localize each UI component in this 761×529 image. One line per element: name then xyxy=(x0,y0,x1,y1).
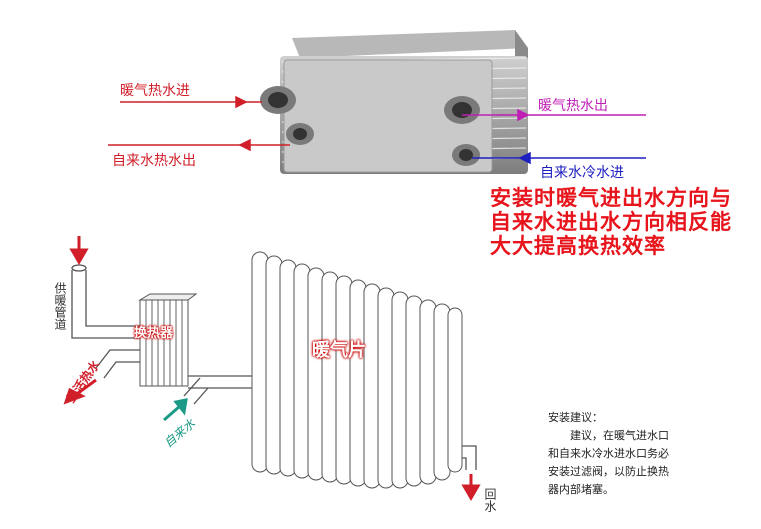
advice-line: 器内部堵塞。 xyxy=(548,483,614,496)
label-tap-cold-in: 自来水冷水进 xyxy=(540,165,624,181)
return-down-arrow xyxy=(461,474,481,501)
tap-water-in-arrow xyxy=(163,398,188,422)
label-radiator: 暖气片 xyxy=(312,340,366,361)
advice-line: 建议，在暖气进水口 xyxy=(570,429,669,442)
plate-heat-exchanger-photo xyxy=(260,30,528,174)
port-heating-in xyxy=(260,86,296,114)
advice-title: 安装建议： xyxy=(548,411,603,424)
headline: 安装时暖气进出水方向与 自来水进出水方向相反能 大大提高换热效率 xyxy=(490,186,758,258)
installation-advice: 安装建议： 建议，在暖气进水口 和自来水冷水进水口务必 安装过滤阀，以防止换热 … xyxy=(548,409,728,499)
headline-line-3: 大大提高换热效率 xyxy=(490,234,666,258)
advice-line: 安装过滤阀，以防止换热 xyxy=(548,465,669,478)
radiator-icon xyxy=(251,251,463,489)
arrow-tap-cold-in xyxy=(472,151,646,165)
port-tap-cold-in xyxy=(452,144,480,166)
label-return: 回水 xyxy=(483,488,497,512)
label-tap-hot-out: 自来水热水出 xyxy=(112,153,196,169)
supply-down-arrow xyxy=(69,236,89,265)
supply-pipe xyxy=(71,264,477,470)
port-tap-hot-out xyxy=(286,123,314,145)
advice-line: 和自来水冷水进水口务必 xyxy=(548,447,669,460)
exchanger-icon xyxy=(138,293,198,387)
label-heating-in: 暖气热水进 xyxy=(120,83,190,99)
arrow-heating-out xyxy=(462,108,646,122)
label-heating-out: 暖气热水出 xyxy=(538,98,608,114)
headline-line-1: 安装时暖气进出水方向与 xyxy=(490,186,732,210)
headline-line-2: 自来水进出水方向相反能 xyxy=(490,210,732,234)
arrow-heating-in xyxy=(120,95,262,109)
port-heating-out xyxy=(444,96,480,124)
label-supply-pipe: 供暖管道 xyxy=(53,282,67,330)
arrow-tap-hot-out xyxy=(108,138,290,152)
hot-water-out-arrow xyxy=(63,378,97,405)
label-exchanger: 换热器 xyxy=(134,326,174,341)
